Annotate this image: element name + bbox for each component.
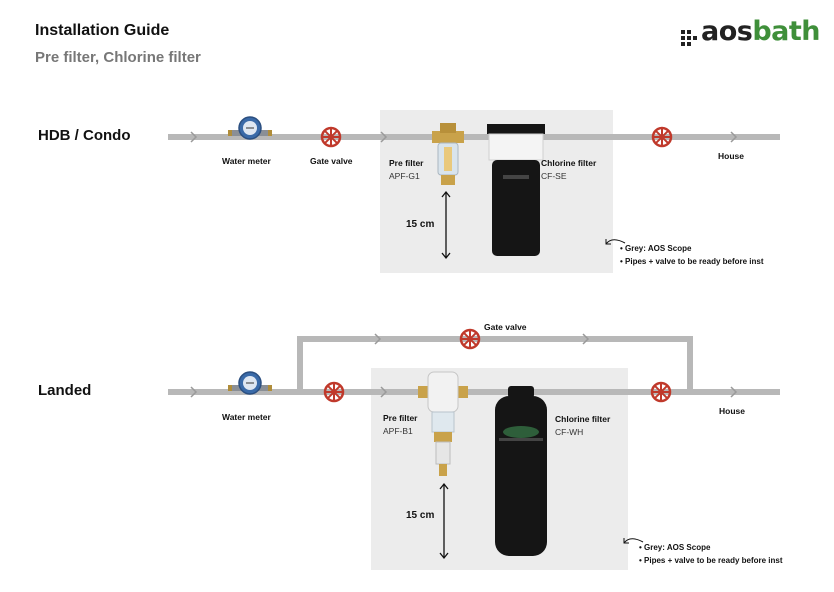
hdb-house-label: House [718, 151, 744, 161]
hdb-pre-filter-icon [432, 123, 464, 185]
landed-distance-label: 15 cm [406, 510, 435, 521]
hdb-pre-filter-model: APF-G1 [389, 171, 420, 181]
logo-text-prefix: aos [701, 16, 753, 47]
hdb-chlorine-filter-model: CF-SE [541, 171, 567, 181]
hdb-chlorine-filter-label: Chlorine filter [541, 158, 597, 168]
landed-pre-filter-model: APF-B1 [383, 426, 413, 436]
guide-title: Installation Guide [35, 22, 170, 39]
landed-chlorine-filter-label: Chlorine filter [555, 414, 611, 424]
hdb-note-pipes: • Pipes + valve to be ready before inst [620, 257, 764, 266]
aosbath-logo: aosbath [681, 16, 821, 54]
hdb-gate-valve-icon [320, 126, 342, 148]
landed-bypass-pipe [297, 336, 693, 342]
guide-subtitle: Pre filter, Chlorine filter [35, 49, 201, 66]
logo-dots-icon [681, 30, 697, 46]
landed-note-pipes: • Pipes + valve to be ready before inst [639, 556, 783, 565]
landed-note-scope: • Grey: AOS Scope [639, 543, 711, 552]
hdb-note-pointer-icon [605, 239, 626, 245]
landed-chlorine-filter-model: CF-WH [555, 427, 584, 437]
hdb-pre-filter-label: Pre filter [389, 158, 424, 168]
landed-main-pipe [168, 389, 780, 395]
logo-text-suffix: bath [752, 16, 821, 47]
landed-note-pointer-icon [623, 538, 644, 544]
landed-water-meter-icon [227, 371, 273, 395]
landed-house-valve-icon [650, 381, 672, 403]
landed-distance-arrow [439, 482, 449, 560]
hdb-water-meter-icon [227, 116, 273, 140]
hdb-main-pipe [168, 134, 780, 140]
landed-gate-valve-icon [323, 381, 345, 403]
landed-pre-filter-label: Pre filter [383, 413, 418, 423]
landed-bypass-valve-icon [459, 328, 481, 350]
hdb-distance-arrow [441, 190, 451, 260]
landed-chlorine-filter-icon [495, 386, 547, 556]
landed-water-meter-label: Water meter [222, 412, 271, 422]
hdb-water-meter-label: Water meter [222, 156, 271, 166]
hdb-house-valve-icon [651, 126, 673, 148]
hdb-distance-label: 15 cm [406, 219, 435, 230]
hdb-note-scope: • Grey: AOS Scope [620, 244, 692, 253]
hdb-section-label: HDB / Condo [38, 127, 131, 144]
hdb-gate-valve-label: Gate valve [310, 156, 353, 166]
landed-pre-filter-icon [418, 371, 468, 476]
hdb-chlorine-filter-icon [487, 124, 545, 256]
landed-house-label: House [719, 406, 745, 416]
landed-section-label: Landed [38, 382, 92, 399]
landed-bypass-valve-label: Gate valve [484, 322, 527, 332]
logo-wordmark: aosbath [701, 16, 821, 47]
